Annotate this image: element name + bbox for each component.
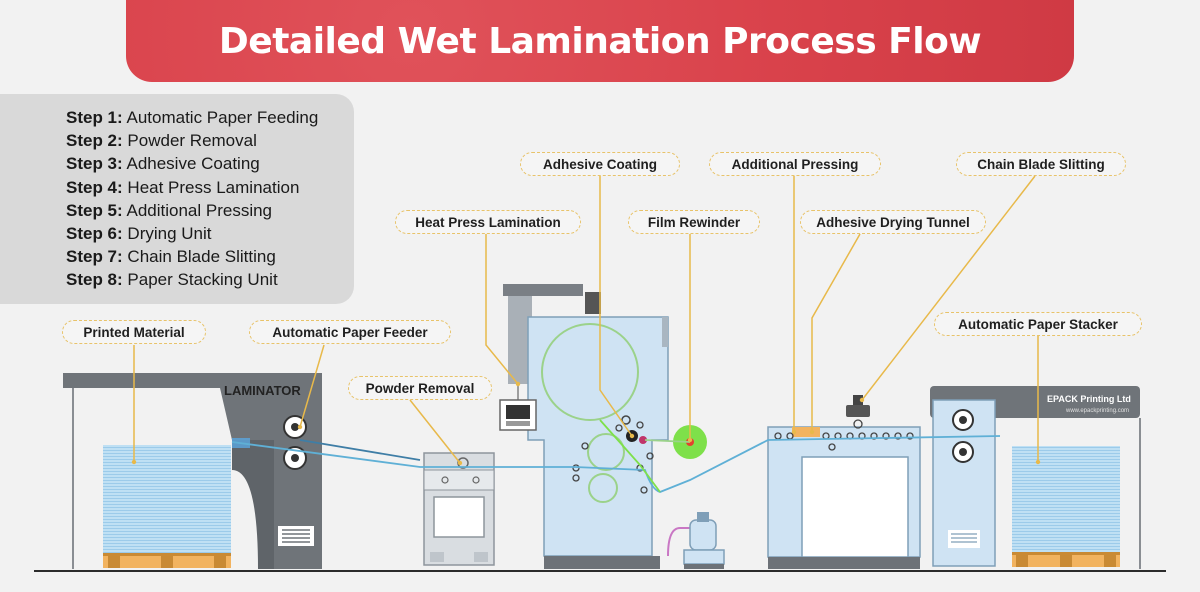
step-text: Adhesive Coating <box>126 154 260 174</box>
step-label: Step 4: <box>66 177 123 197</box>
drying-pressing-unit <box>767 395 921 569</box>
step-item: Step 3: Adhesive Coating <box>66 152 354 175</box>
step-label: Step 3: <box>66 154 123 174</box>
callout-chain-blade-slitting: Chain Blade Slitting <box>956 152 1126 176</box>
step-text: Heat Press Lamination <box>127 177 300 197</box>
step-item: Step 6: Drying Unit <box>66 222 354 245</box>
step-item: Step 7: Chain Blade Slitting <box>66 245 354 268</box>
step-text: Paper Stacking Unit <box>127 270 278 290</box>
callout-film-rewinder: Film Rewinder <box>628 210 760 234</box>
step-item: Step 1: Automatic Paper Feeding <box>66 106 354 129</box>
step-label: Step 5: <box>66 200 123 220</box>
step-label: Step 8: <box>66 270 123 290</box>
heat-press-lamination-unit <box>499 284 669 569</box>
callout-automatic-paper-feeder: Automatic Paper Feeder <box>249 320 451 344</box>
step-item: Step 5: Additional Pressing <box>66 199 354 222</box>
callout-adhesive-coating: Adhesive Coating <box>520 152 680 176</box>
page-title: Detailed Wet Lamination Process Flow <box>218 20 982 62</box>
step-text: Chain Blade Slitting <box>127 247 276 267</box>
paper-stacker-machine <box>930 386 1141 569</box>
steps-panel: Step 1: Automatic Paper Feeding Step 2: … <box>0 94 354 304</box>
title-banner: Detailed Wet Lamination Process Flow <box>126 0 1074 82</box>
callout-automatic-paper-stacker: Automatic Paper Stacker <box>934 312 1142 336</box>
callout-powder-removal: Powder Removal <box>348 376 492 400</box>
powder-removal-unit <box>423 452 495 566</box>
laminator-feeder-machine <box>63 373 322 569</box>
callout-leader-lines <box>133 175 1039 464</box>
stacker-brand-url: www.epackprinting.com <box>1065 408 1129 414</box>
stacker-brand-name: EPACK Printing Ltd <box>1047 394 1131 404</box>
step-text: Powder Removal <box>127 131 257 151</box>
step-item: Step 4: Heat Press Lamination <box>66 176 354 199</box>
step-label: Step 2: <box>66 131 123 151</box>
leader-dots <box>131 381 1041 466</box>
step-label: Step 7: <box>66 247 123 267</box>
vacuum-pump <box>667 512 725 569</box>
step-label: Step 1: <box>66 108 123 127</box>
printed-material-stack <box>103 445 231 568</box>
step-text: Drying Unit <box>127 224 212 244</box>
step-text: Additional Pressing <box>126 200 273 220</box>
callout-additional-pressing: Additional Pressing <box>709 152 881 176</box>
callout-heat-press-lamination: Heat Press Lamination <box>395 210 581 234</box>
laminator-label: LAMINATOR <box>224 383 301 398</box>
step-label: Step 6: <box>66 224 123 244</box>
step-text: Automatic Paper Feeding <box>126 108 319 127</box>
steps-list: Step 1: Automatic Paper Feeding Step 2: … <box>0 94 354 292</box>
step-item: Step 2: Powder Removal <box>66 129 354 152</box>
web-path <box>231 419 1001 493</box>
callout-printed-material: Printed Material <box>62 320 206 344</box>
step-item: Step 8: Paper Stacking Unit <box>66 268 354 291</box>
callout-adhesive-drying-tunnel: Adhesive Drying Tunnel <box>800 210 986 234</box>
